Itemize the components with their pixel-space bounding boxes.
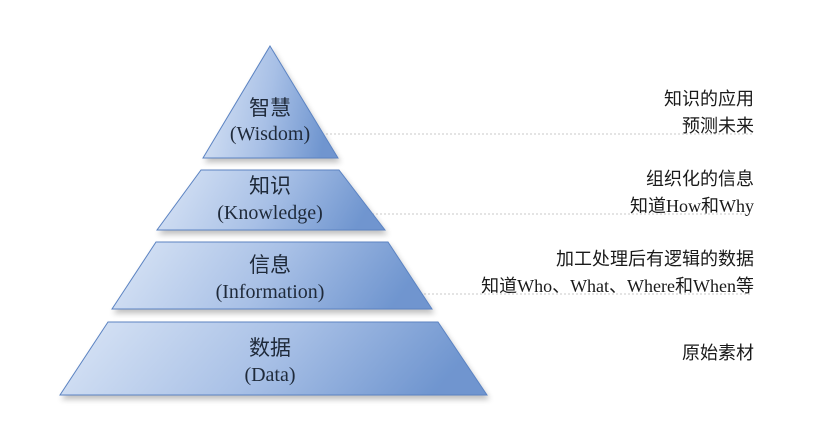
tier-subtitle-knowledge: (Knowledge) [217, 202, 323, 224]
desc-data: 原始素材 [682, 340, 754, 367]
tier-information [111, 241, 433, 310]
desc-knowledge-line1: 组织化的信息 [646, 169, 754, 190]
desc-knowledge-line2: 知道How和Why [630, 196, 754, 216]
tier-subtitle-information: (Information) [216, 281, 325, 303]
desc-wisdom-line1: 知识的应用 [664, 89, 754, 110]
tier-wisdom [202, 45, 339, 159]
tier-title-wisdom: 智慧 [249, 96, 291, 120]
tier-title-data: 数据 [249, 336, 291, 360]
tier-title-information: 信息 [249, 253, 291, 277]
desc-information-line1: 加工处理后有逻辑的数据 [556, 249, 754, 270]
desc-information: 加工处理后有逻辑的数据 知道Who、What、Where和When等 [481, 246, 754, 300]
desc-wisdom-line2: 预测未来 [682, 116, 754, 137]
desc-knowledge: 组织化的信息 知道How和Why [630, 166, 754, 220]
tier-data [59, 321, 488, 396]
tier-knowledge [156, 169, 387, 231]
desc-data-line1: 原始素材 [682, 343, 754, 364]
tier-subtitle-wisdom: (Wisdom) [230, 123, 310, 145]
tier-subtitle-data: (Data) [244, 364, 295, 386]
desc-information-line2: 知道Who、What、Where和When等 [481, 276, 754, 296]
tier-title-knowledge: 知识 [249, 174, 291, 198]
desc-wisdom: 知识的应用 预测未来 [664, 86, 754, 140]
